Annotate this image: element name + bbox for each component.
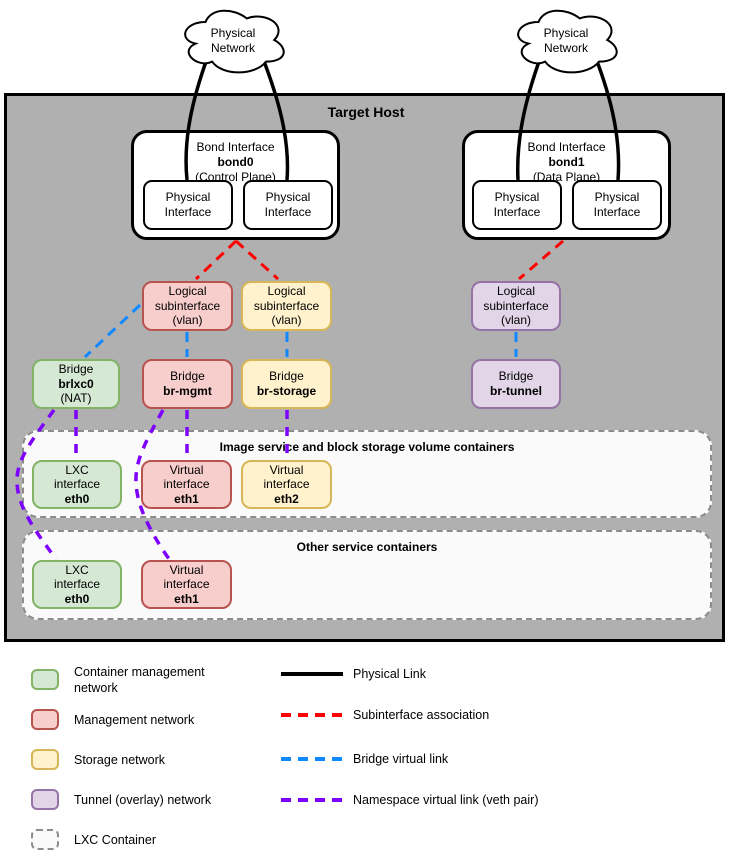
bond0-label: Bond Interface (196, 140, 275, 154)
legend-line-namespace-virtual (281, 798, 343, 802)
bond1-name: bond1 (548, 155, 585, 169)
container1-lxc-interface-eth0: LXC interface eth0 (32, 460, 122, 509)
legend-label-tunnel: Tunnel (overlay) network (74, 793, 212, 807)
bridge-br-tunnel: Bridge br-tunnel (471, 359, 561, 409)
container2-lxc-interface-eth0: LXC interface eth0 (32, 560, 122, 609)
bond1-physical-interface-1: Physical Interface (472, 180, 562, 230)
legend-label-lxc-container: LXC Container (74, 833, 156, 847)
legend-label-container-management: Container management network (74, 665, 205, 696)
container2-virtual-interface-eth1: Virtual interface eth1 (141, 560, 232, 609)
bridge-brlxc0: Bridge brlxc0 (NAT) (32, 359, 120, 409)
legend-line-subinterface (281, 713, 343, 717)
legend-label-management: Management network (74, 713, 195, 727)
bridge-br-storage: Bridge br-storage (241, 359, 332, 409)
logical-subinterface-tunnel: Logical subinterface (vlan) (471, 281, 561, 331)
legend-swatch-management (31, 709, 59, 730)
legend-swatch-container-management (31, 669, 59, 690)
lxc-container-other-services: Other service containers (22, 530, 712, 620)
legend-swatch-storage (31, 749, 59, 770)
bond0-physical-interface-2: Physical Interface (243, 180, 333, 230)
bridge-br-mgmt: Bridge br-mgmt (142, 359, 233, 409)
bond1-label: Bond Interface (527, 140, 606, 154)
target-host-title: Target Host (327, 104, 405, 120)
bond0-name: bond0 (217, 155, 254, 169)
container1-virtual-interface-eth2: Virtual interface eth2 (241, 460, 332, 509)
legend-swatch-lxc-container (31, 829, 59, 850)
legend-swatch-tunnel (31, 789, 59, 810)
lxc-container-image-storage: Image service and block storage volume c… (22, 430, 712, 518)
legend-label-storage: Storage network (74, 753, 166, 767)
legend-label-bridge-virtual-link: Bridge virtual link (353, 752, 449, 766)
bond1-physical-interface-2: Physical Interface (572, 180, 662, 230)
container1-virtual-interface-eth1: Virtual interface eth1 (141, 460, 232, 509)
logical-subinterface-storage: Logical subinterface (vlan) (241, 281, 332, 331)
lxc-container-1-title: Image service and block storage volume c… (219, 440, 515, 454)
legend-label-namespace-virtual-link: Namespace virtual link (veth pair) (353, 793, 539, 807)
legend-line-bridge-virtual (281, 757, 343, 761)
lxc-container-2-title: Other service containers (296, 540, 438, 554)
logical-subinterface-mgmt: Logical subinterface (vlan) (142, 281, 233, 331)
legend-label-subinterface-association: Subinterface association (353, 708, 490, 722)
bond0-physical-interface-1: Physical Interface (143, 180, 233, 230)
cloud-2-label: Physical Network (543, 26, 589, 55)
cloud-1-label: Physical Network (210, 26, 256, 55)
legend-label-physical-link: Physical Link (353, 667, 426, 681)
legend-line-physical (281, 672, 343, 676)
